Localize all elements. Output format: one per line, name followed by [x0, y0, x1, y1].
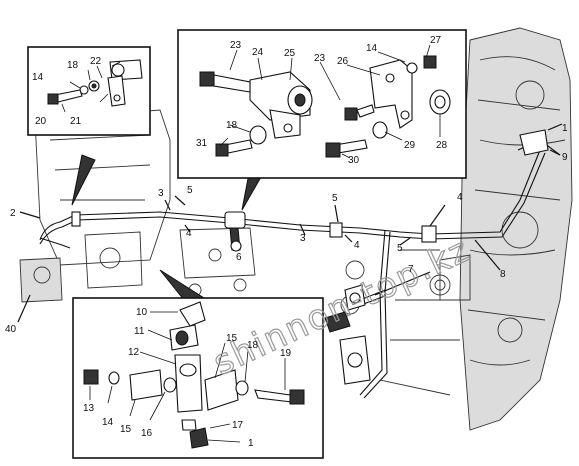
callout-9: 9: [562, 152, 568, 163]
callouts-box-top-right: 23 24 25 23 26 14 27 18 31 30 29 28: [196, 35, 448, 166]
callout-7: 7: [408, 264, 414, 275]
engine-left-section: [19, 109, 256, 303]
callout-23-left: 23: [230, 40, 242, 51]
engine-block: [340, 27, 573, 431]
callout-3-center: 3: [300, 233, 306, 244]
callouts-box-top-left: 22 18 14 20 21: [32, 56, 102, 127]
callout-10: 10: [136, 307, 148, 318]
callout-4-left: 4: [186, 228, 192, 239]
callout-18-top-right: 18: [226, 120, 238, 131]
callouts-box-bottom: 10 11 12 15 18 19 13 14 15 16 17 1: [83, 307, 292, 449]
detail-box-top-right: [177, 29, 467, 179]
callout-17: 17: [232, 420, 244, 431]
callout-18-bottom: 18: [247, 340, 259, 351]
callout-1-bottom: 1: [248, 438, 254, 449]
callout-21: 21: [70, 116, 82, 127]
callout-16: 16: [141, 428, 153, 439]
callout-15-left: 15: [120, 424, 132, 435]
callout-27: 27: [430, 35, 442, 46]
callout-6: 6: [236, 252, 242, 263]
callout-11: 11: [134, 326, 145, 337]
callout-14-top-right: 14: [366, 43, 378, 54]
callout-4-center: 4: [354, 240, 360, 251]
callout-5-center: 5: [332, 193, 338, 204]
pointer-wedge-left: [71, 154, 96, 206]
callout-4-right: 4: [457, 192, 463, 203]
fuel-lines: [39, 139, 561, 399]
callout-23-right: 23: [314, 53, 326, 64]
callout-3-left: 3: [158, 188, 164, 199]
detail-box-top-left: [27, 46, 151, 136]
detail-box-bottom: [72, 297, 324, 459]
callout-20: 20: [35, 116, 47, 127]
callout-24: 24: [252, 47, 264, 58]
leader-lines: [17, 123, 563, 323]
callout-14-top-left: 14: [32, 72, 44, 83]
callout-12: 12: [128, 347, 140, 358]
callout-15-right: 15: [226, 333, 238, 344]
callout-13: 13: [83, 403, 95, 414]
callout-8: 8: [500, 269, 506, 280]
callout-28: 28: [436, 140, 448, 151]
pipe-fittings: [71, 129, 549, 385]
callout-30: 30: [348, 155, 360, 166]
callout-40: 40: [5, 324, 17, 335]
callout-29: 29: [404, 140, 416, 151]
callout-22: 22: [90, 56, 102, 67]
callouts-main: 1 2 3 4 5 3 4 5 4 5 6 7 8 9 40: [5, 123, 568, 335]
callout-19: 19: [280, 348, 292, 359]
callout-5-left: 5: [187, 185, 193, 196]
callout-31: 31: [196, 138, 208, 149]
callout-5-right: 5: [397, 243, 403, 254]
callout-14-bottom: 14: [102, 417, 114, 428]
callout-18-top-left: 18: [67, 60, 79, 71]
callout-1-main: 1: [562, 123, 568, 134]
callout-25: 25: [284, 48, 296, 59]
callout-26: 26: [337, 56, 349, 67]
callout-2: 2: [10, 208, 16, 219]
